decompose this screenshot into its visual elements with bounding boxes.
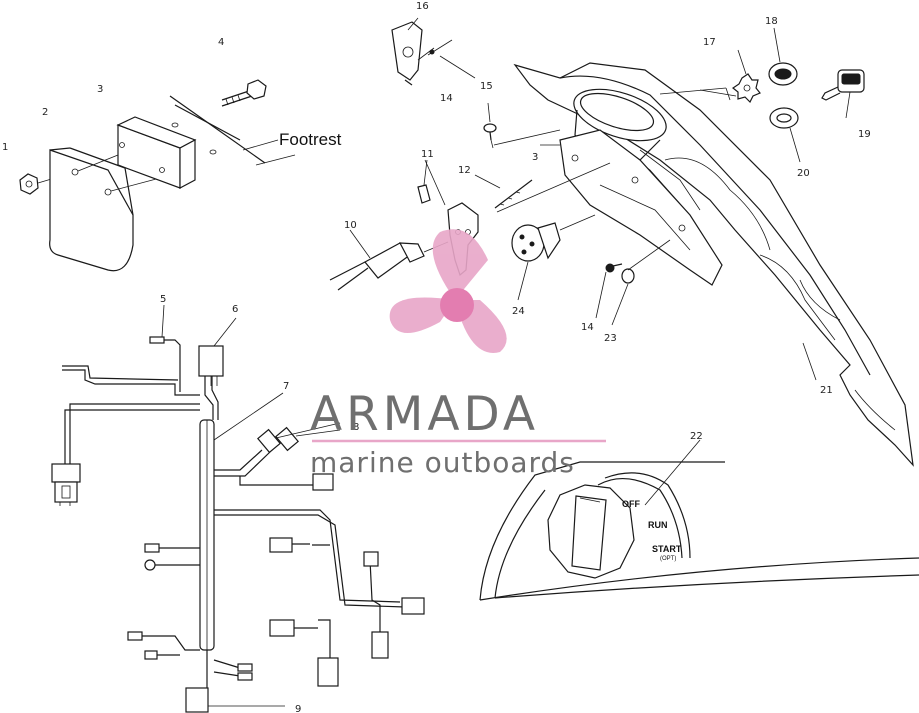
label-part-5: 5 <box>160 294 166 305</box>
label-part-8: 8 <box>353 422 359 433</box>
bolt-part <box>221 79 267 107</box>
wire-terminal-5 <box>149 336 165 344</box>
stop-switch <box>329 241 449 291</box>
label-part-3-footrest: 3 <box>97 84 103 95</box>
retaining-pin <box>494 162 611 213</box>
mount-bracket <box>391 21 453 86</box>
switch-position-off: OFF <box>622 499 640 509</box>
label-part-17: 17 <box>703 37 716 48</box>
label-part-4: 4 <box>218 37 224 48</box>
dash-handle-assembly <box>255 17 914 506</box>
connector-left-plug <box>54 481 78 503</box>
connector-8a <box>257 428 281 454</box>
label-part-19: 19 <box>858 129 871 140</box>
watermark-brand: ARMADA <box>310 387 539 442</box>
connector-9 <box>185 687 209 713</box>
switch-position-labels: OFF RUN START (OPT) <box>622 499 682 562</box>
label-part-18: 18 <box>765 16 778 27</box>
connector-bottom-mid <box>317 657 339 687</box>
armada-watermark: ARMADA marine outboards <box>310 229 606 479</box>
wiring-harness <box>51 304 425 713</box>
switch-position-start-note: (OPT) <box>660 556 676 562</box>
label-part-23: 23 <box>604 333 617 344</box>
spacer-block <box>116 116 217 189</box>
ignition-switch-body <box>511 214 596 262</box>
screw-upper <box>483 123 561 149</box>
propeller-logo-icon <box>389 229 507 353</box>
label-part-3-dash: 3 <box>532 152 538 163</box>
lock-washer <box>731 73 761 104</box>
switch-position-start: START <box>652 544 682 554</box>
rubber-grommet <box>768 62 798 86</box>
hull-edge-lines <box>169 95 279 164</box>
footrest-pad <box>49 147 161 272</box>
ignition-key <box>821 69 865 101</box>
label-part-20: 20 <box>797 168 810 179</box>
footrest-callout: Footrest <box>279 130 342 149</box>
terminal-ring <box>144 559 156 571</box>
connector-right <box>401 597 425 615</box>
label-part-14-upper: 14 <box>440 93 453 104</box>
watermark-tagline: marine outboards <box>310 446 575 479</box>
label-part-6: 6 <box>232 304 238 315</box>
label-part-2: 2 <box>42 107 48 118</box>
connector-left <box>51 463 81 483</box>
label-part-24: 24 <box>512 306 525 317</box>
part-number-labels: 1 2 3 4 5 6 7 8 9 10 11 12 3 14 14 15 16… <box>2 1 871 713</box>
connector-side-a <box>269 537 293 553</box>
label-part-14-lower: 14 <box>581 322 594 333</box>
label-part-22: 22 <box>690 431 703 442</box>
connector-6 <box>198 345 224 377</box>
connector-8b <box>275 426 299 452</box>
connector-side-b <box>269 619 295 637</box>
switch-nut <box>769 107 799 129</box>
label-part-1: 1 <box>2 142 8 153</box>
connector-mid <box>312 473 334 491</box>
label-part-12: 12 <box>458 165 471 176</box>
switch-bracket <box>559 129 723 286</box>
label-part-15: 15 <box>480 81 493 92</box>
footrest-assembly <box>19 79 279 272</box>
terminal-left-a <box>144 543 160 553</box>
label-part-16: 16 <box>416 1 429 12</box>
screw-lower <box>605 239 671 284</box>
label-part-9: 9 <box>295 704 301 713</box>
connector-upper-right <box>363 551 379 567</box>
label-part-21: 21 <box>820 385 833 396</box>
label-part-10: 10 <box>344 220 357 231</box>
ignition-knob <box>547 484 635 579</box>
label-part-11: 11 <box>421 149 434 160</box>
switch-position-run: RUN <box>648 520 668 530</box>
leader-lines <box>255 17 851 506</box>
label-part-7: 7 <box>283 381 289 392</box>
connector-lower-right <box>371 631 389 659</box>
ignition-switch-detail <box>479 461 919 601</box>
